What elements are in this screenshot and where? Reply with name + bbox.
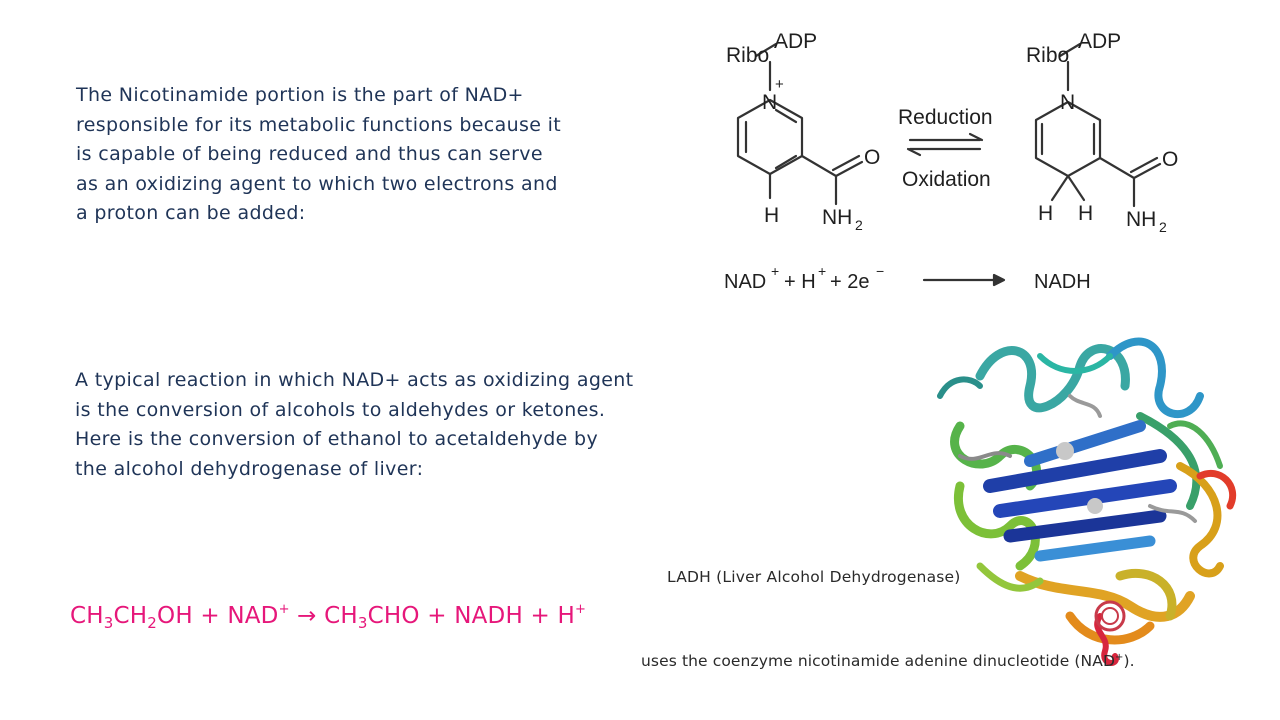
hydrogen-label: H	[764, 204, 779, 227]
adp-label: ADP	[1078, 30, 1121, 53]
paragraph-line: is capable of being reduced and thus can…	[76, 143, 543, 165]
nad-label: NAD	[724, 271, 766, 293]
oxygen-label: O	[864, 146, 880, 169]
equation-part: CHO + NADH + H	[367, 603, 575, 629]
nitrogen-label: N	[762, 91, 777, 114]
hydrogen-label: H	[1038, 202, 1053, 225]
equation-subscript: 3	[103, 614, 114, 632]
superscript-label: −	[876, 263, 884, 279]
paragraph-line: as an oxidizing agent to which two elect…	[76, 172, 558, 195]
nadh-label: NADH	[1034, 271, 1091, 293]
ethanol-oxidation-equation: CH3CH2OH + NAD+ → CH3CHO + NADH + H+	[70, 602, 587, 632]
hydrogen-ion-label: + H	[784, 271, 816, 293]
nitrogen-label: N	[1060, 91, 1075, 114]
equation-part: CH	[113, 603, 148, 629]
electrons-label: + 2e	[830, 271, 869, 293]
nad-reduction-diagram: Ribo ADP N + O H NH 2 Ribo ADP N O H H N…	[724, 30, 1178, 293]
ladh-caption: LADH (Liver Alcohol Dehydrogenase)	[667, 568, 961, 586]
charge-plus-label: +	[775, 76, 784, 93]
superscript-label: +	[771, 263, 779, 279]
coenzyme-note-text: ).	[1123, 652, 1135, 670]
equation-part: CH	[70, 603, 104, 629]
superscript-label: +	[818, 263, 826, 279]
subscript-label: 2	[1159, 219, 1167, 235]
paragraph-line: responsible for its metabolic functions …	[76, 113, 562, 136]
paragraph-line: A typical reaction in which NAD+ acts as…	[75, 369, 634, 391]
paragraph-line: is the conversion of alcohols to aldehyd…	[75, 398, 606, 421]
equation-part: OH + NAD	[157, 603, 279, 629]
typical-reaction-paragraph: A typical reaction in which NAD+ acts as…	[75, 366, 775, 484]
reduction-label: Reduction	[898, 106, 993, 129]
equation-subscript: 2	[147, 614, 158, 632]
adp-label: ADP	[774, 30, 817, 53]
coenzyme-note: uses the coenzyme nicotinamide adenine d…	[641, 652, 1135, 670]
subscript-label: 2	[855, 217, 863, 233]
paragraph-line: The Nicotinamide portion is the part of …	[76, 84, 524, 106]
paragraph-line: the alcohol dehydrogenase of liver:	[75, 457, 424, 480]
equation-superscript: +	[278, 602, 290, 617]
coenzyme-note-text: uses the coenzyme nicotinamide adenine d…	[641, 652, 1115, 670]
ribo-label: Ribo	[1026, 44, 1069, 67]
paragraph-line: Here is the conversion of ethanol to ace…	[75, 428, 599, 450]
equilibrium-arrows-icon	[906, 132, 984, 157]
paragraph-line: a proton can be added:	[76, 202, 306, 224]
amine-label: NH	[822, 206, 852, 229]
equation-part: → CH	[289, 603, 358, 629]
protein-ribbon-structure	[937, 337, 1237, 666]
amine-label: NH	[1126, 208, 1156, 231]
nicotinamide-paragraph: The Nicotinamide portion is the part of …	[76, 81, 676, 229]
hydrogen-label: H	[1078, 202, 1093, 225]
equation-subscript: 3	[357, 614, 368, 632]
coenzyme-note-superscript: +	[1114, 651, 1124, 663]
oxidation-label: Oxidation	[902, 168, 991, 191]
oxygen-label: O	[1162, 148, 1178, 171]
ribo-label: Ribo	[726, 44, 769, 67]
equation-superscript: +	[574, 602, 587, 617]
